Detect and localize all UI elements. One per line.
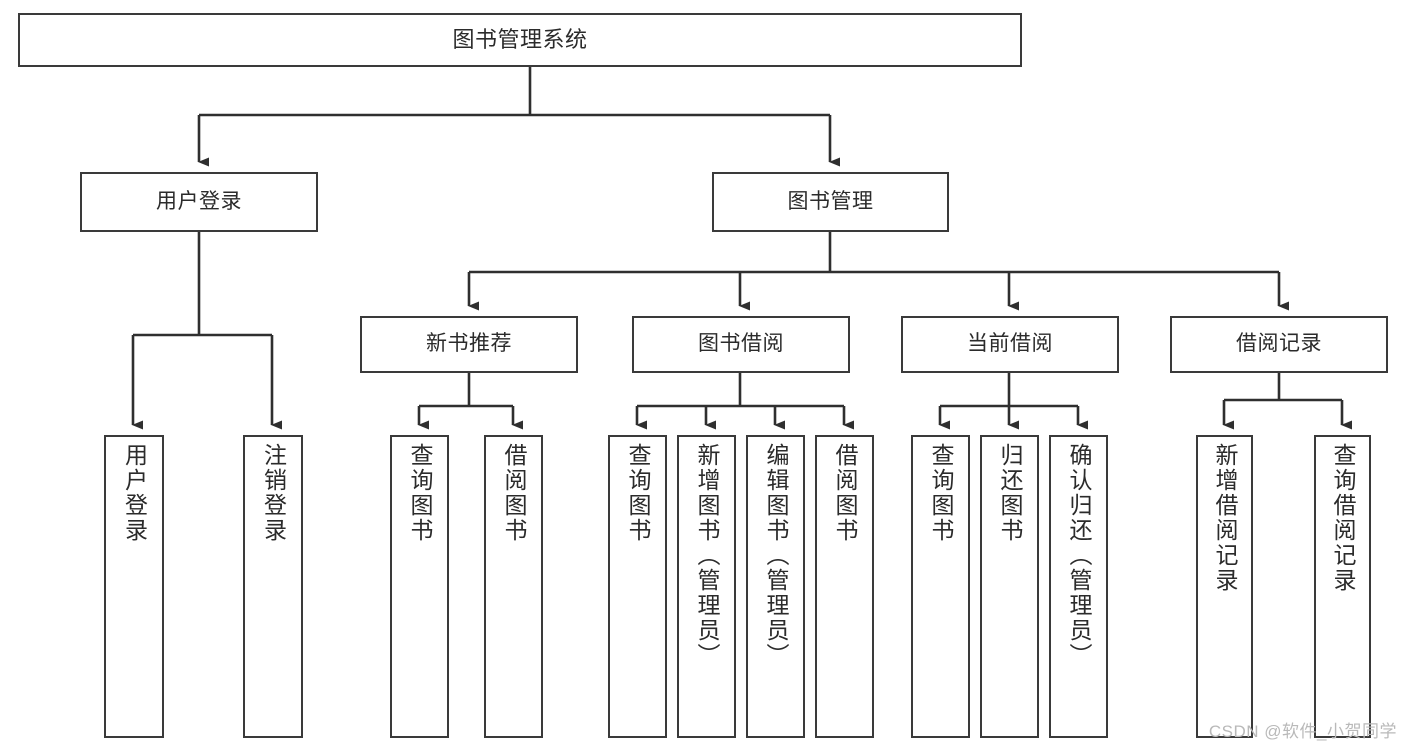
csdn-watermark: CSDN @软件_小贺同学 [1208,722,1397,741]
node-label: 查询借阅记录 [1330,443,1356,593]
node-label: 查询图书 [407,443,433,543]
leaf-add-borrow-record[interactable]: 新增借阅记录 [1196,435,1253,738]
leaf-query-borrow-record[interactable]: 查询借阅记录 [1314,435,1371,738]
node-label: 借阅图书 [501,443,527,543]
node-label: 注销登录 [260,443,287,543]
leaf-query-book-newbook[interactable]: 查询图书 [390,435,449,738]
node-label: 新书推荐 [426,332,512,356]
node-label: 查询图书 [928,443,954,543]
node-label: 新增借阅记录 [1212,443,1238,593]
node-label: 图书借阅 [698,332,784,356]
node-label: 图书管理系统 [452,27,588,53]
node-book-borrowing[interactable]: 图书借阅 [632,316,850,373]
leaf-user-login[interactable]: 用户登录 [104,435,164,738]
node-label: 用户登录 [121,443,148,543]
node-label: 归还图书 [997,443,1023,543]
leaf-logout[interactable]: 注销登录 [243,435,303,738]
node-new-book-recommendation[interactable]: 新书推荐 [360,316,578,373]
node-book-management[interactable]: 图书管理 [712,172,949,232]
leaf-return-book[interactable]: 归还图书 [980,435,1039,738]
node-user-login[interactable]: 用户登录 [80,172,318,232]
leaf-add-book-admin[interactable]: 新增图书（管理员） [677,435,736,738]
node-label: 新增图书（管理员） [694,443,720,668]
node-label: 借阅图书 [832,443,858,543]
leaf-query-book-borrowing[interactable]: 查询图书 [608,435,667,738]
node-borrowing-record[interactable]: 借阅记录 [1170,316,1388,373]
node-label: 用户登录 [156,189,242,213]
leaf-borrow-book-borrowing[interactable]: 借阅图书 [815,435,874,738]
node-label: 借阅记录 [1236,332,1322,356]
node-label: 图书管理 [787,189,874,213]
leaf-query-book-current[interactable]: 查询图书 [911,435,970,738]
leaf-confirm-return-admin[interactable]: 确认归还（管理员） [1049,435,1108,738]
node-label: 查询图书 [625,443,651,543]
node-current-borrowing[interactable]: 当前借阅 [901,316,1119,373]
node-label: 确认归还（管理员） [1066,443,1092,668]
node-root-book-management-system[interactable]: 图书管理系统 [18,13,1022,67]
node-label: 当前借阅 [967,332,1053,356]
leaf-edit-book-admin[interactable]: 编辑图书（管理员） [746,435,805,738]
leaf-borrow-book-newbook[interactable]: 借阅图书 [484,435,543,738]
node-label: 编辑图书（管理员） [763,443,789,668]
